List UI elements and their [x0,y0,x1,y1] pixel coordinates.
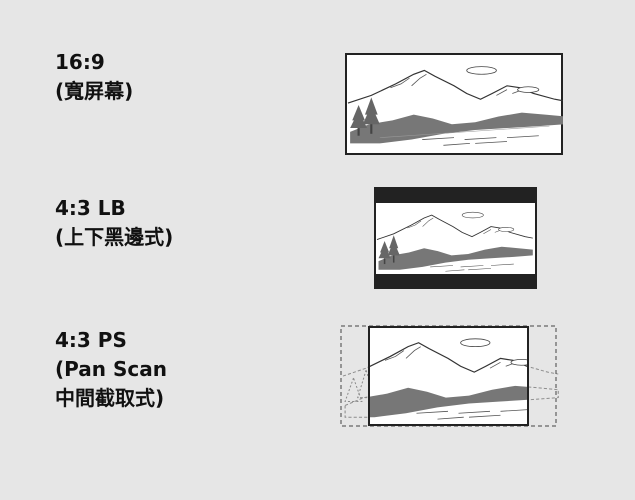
pan-scan-illustration [339,323,559,429]
label-4-3-ps-desc-line2: 中間截取式) [55,386,165,410]
label-4-3-lb: 4:3 LB (上下黑邊式) [55,194,173,252]
label-16-9-desc: (寬屏幕) [55,79,134,103]
widescreen-illustration [345,53,563,155]
label-4-3-ps: 4:3 PS (Pan Scan 中間截取式) [55,326,167,413]
label-4-3-ps-ratio: 4:3 PS [55,328,127,352]
label-16-9: 16:9 (寬屏幕) [55,48,133,106]
label-4-3-lb-desc: (上下黑邊式) [55,225,174,249]
letterbox-illustration [374,187,537,289]
label-16-9-ratio: 16:9 [55,50,105,74]
label-4-3-ps-desc-line1: (Pan Scan [55,357,167,381]
label-4-3-lb-ratio: 4:3 LB [55,196,126,220]
